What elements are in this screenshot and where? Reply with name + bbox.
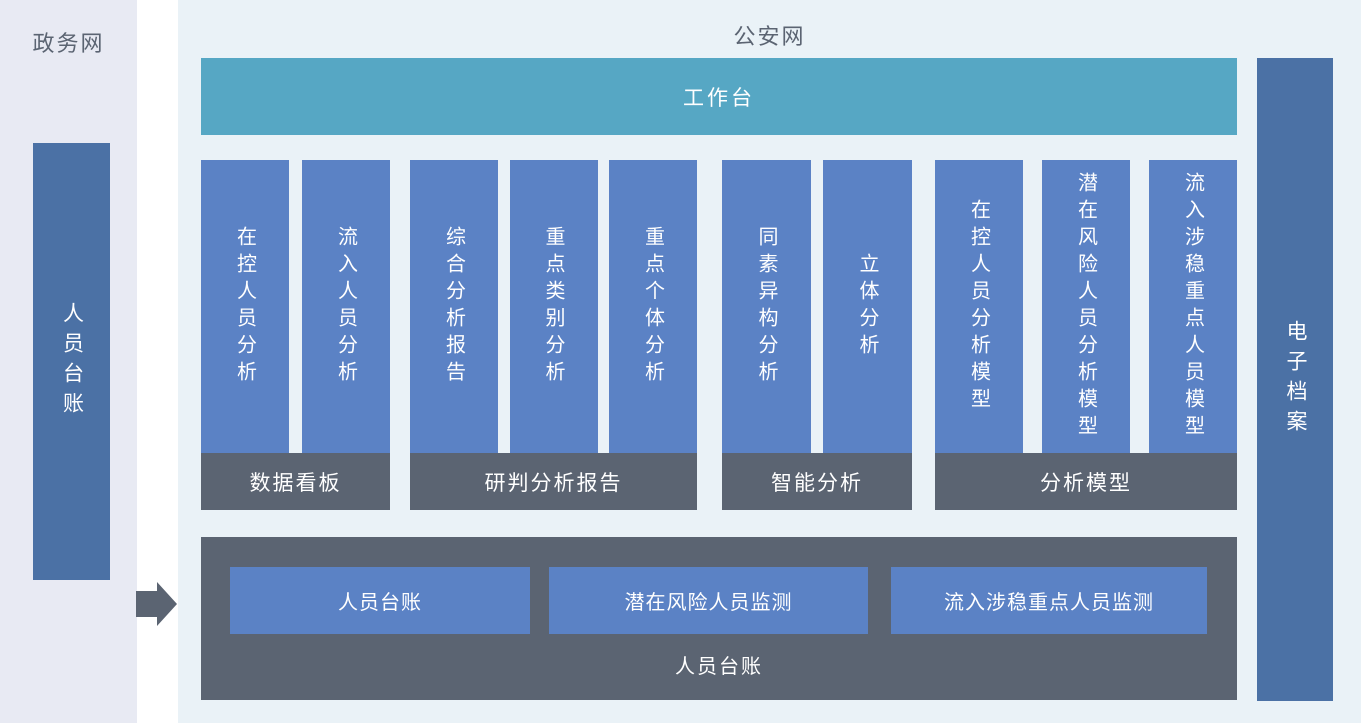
group-analysis-models: 在控人员分析模型 潜在风险人员分析模型 流入涉稳重点人员模型 分析模型	[935, 160, 1237, 510]
bar-inflow-personnel-analysis: 流入人员分析	[302, 160, 390, 453]
bar-key-individual-analysis: 重点个体分析	[609, 160, 697, 453]
personnel-ledger-sidebar: 人员台账	[33, 143, 110, 580]
group-intelligent-analysis: 同素异构分析 立体分析 智能分析	[722, 160, 912, 510]
bar-controlled-personnel-model: 在控人员分析模型	[935, 160, 1023, 453]
block-inflow-key-personnel-monitoring: 流入涉稳重点人员监测	[891, 567, 1207, 634]
block-potential-risk-monitoring: 潜在风险人员监测	[549, 567, 868, 634]
flow-arrow-icon	[136, 582, 178, 626]
footer-analysis-models: 分析模型	[935, 453, 1237, 510]
bar-isomer-analysis: 同素异构分析	[722, 160, 811, 453]
footer-intelligent-analysis: 智能分析	[722, 453, 912, 510]
government-network-panel: 政务网 人员台账	[0, 0, 137, 723]
bar-controlled-personnel-analysis: 在控人员分析	[201, 160, 289, 453]
personnel-ledger-box: 人员台账 潜在风险人员监测 流入涉稳重点人员监测 人员台账	[201, 537, 1237, 700]
bar-key-category-analysis: 重点类别分析	[509, 160, 598, 453]
group-analysis-report: 综合分析报告 重点类别分析 重点个体分析 研判分析报告	[410, 160, 697, 510]
workbench-bar: 工作台	[201, 58, 1237, 135]
bar-potential-risk-personnel-model: 潜在风险人员分析模型	[1042, 160, 1130, 453]
bar-stereoscopic-analysis: 立体分析	[823, 160, 912, 453]
bar-comprehensive-analysis-report: 综合分析报告	[410, 160, 498, 453]
government-network-label: 政务网	[32, 31, 105, 56]
module-groups: 在控人员分析 流入人员分析 数据看板 综合分析报告 重点类别分析 重点个体分析 …	[201, 160, 1237, 510]
public-security-network-label: 公安网	[733, 24, 806, 49]
electronic-archives-sidebar: 电子档案	[1257, 58, 1333, 701]
bar-inflow-key-personnel-model: 流入涉稳重点人员模型	[1149, 160, 1237, 453]
public-security-network-panel: 公安网 工作台 在控人员分析 流入人员分析 数据看板 综合分析报告 重点类别分析…	[178, 0, 1361, 723]
footer-data-dashboard: 数据看板	[201, 453, 390, 510]
group-data-dashboard: 在控人员分析 流入人员分析 数据看板	[201, 160, 390, 510]
block-personnel-ledger: 人员台账	[230, 567, 530, 634]
footer-analysis-report: 研判分析报告	[410, 453, 697, 510]
personnel-ledger-box-label: 人员台账	[675, 656, 763, 678]
